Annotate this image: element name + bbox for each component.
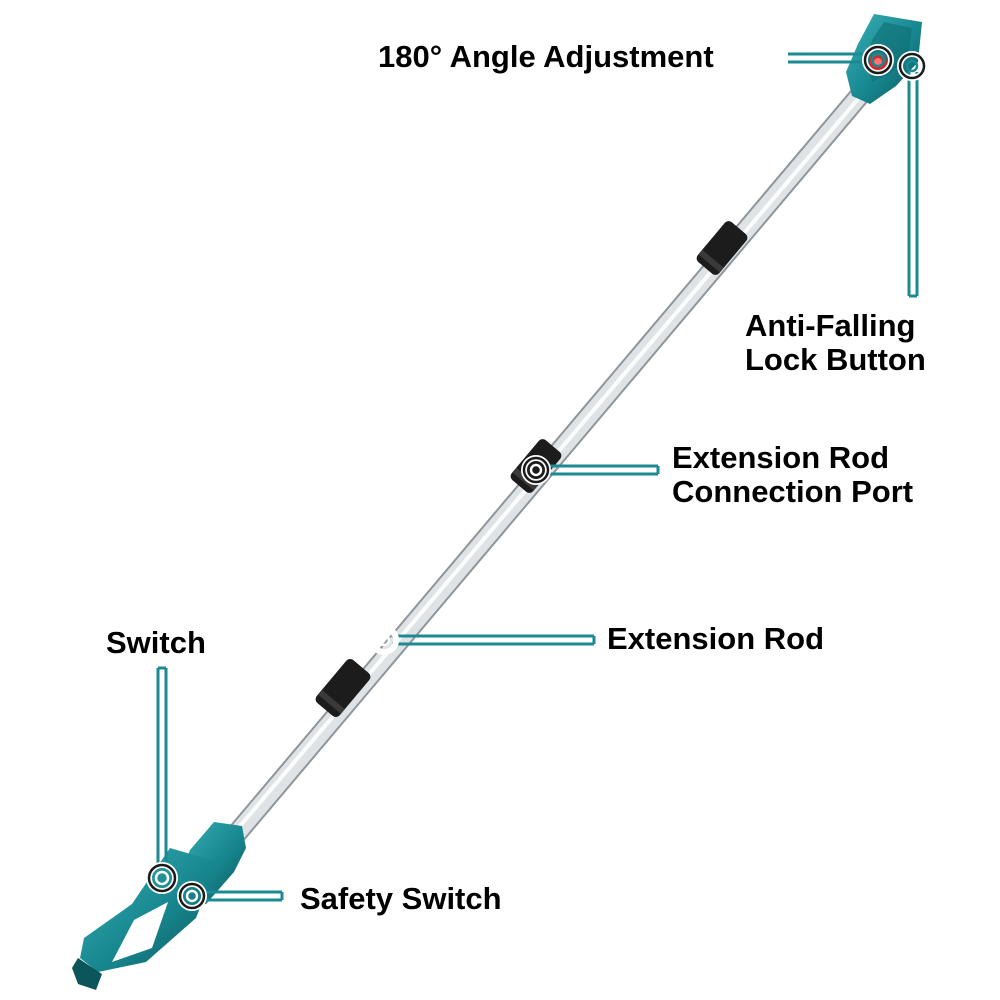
callout-text-line: Extension Rod (607, 621, 825, 656)
lower-rod-collar (315, 658, 371, 718)
target-ring-switch (146, 862, 178, 894)
target-ring-rod (369, 625, 399, 655)
callout-text-line: Anti-Falling (745, 308, 916, 343)
callout-target-rings (146, 44, 927, 911)
callout-safety-switch: Safety Switch (300, 882, 502, 916)
callout-anti-falling-lock-button: Anti-Falling Lock Button (745, 309, 926, 377)
callout-extension-rod-connection-port: Extension Rod Connection Port (672, 441, 913, 509)
callout-switch: Switch (106, 626, 206, 660)
target-ring-angle (862, 44, 894, 76)
target-ring-lock (897, 51, 927, 81)
callout-text-line: Lock Button (745, 342, 926, 377)
callout-text-line: 180° Angle Adjustment (378, 39, 714, 74)
callout-text-line: Switch (106, 625, 206, 660)
callout-lines (156, 52, 919, 902)
callout-text-line: Extension Rod (672, 440, 890, 475)
callout-extension-rod: Extension Rod (607, 622, 824, 656)
callout-text-line: Connection Port (672, 474, 914, 509)
upper-rod-collar (696, 221, 748, 275)
callout-text-line: Safety Switch (300, 881, 502, 916)
target-ring-safety (177, 881, 207, 911)
target-ring-port (521, 455, 551, 485)
callout-angle-adjustment: 180° Angle Adjustment (378, 40, 714, 74)
